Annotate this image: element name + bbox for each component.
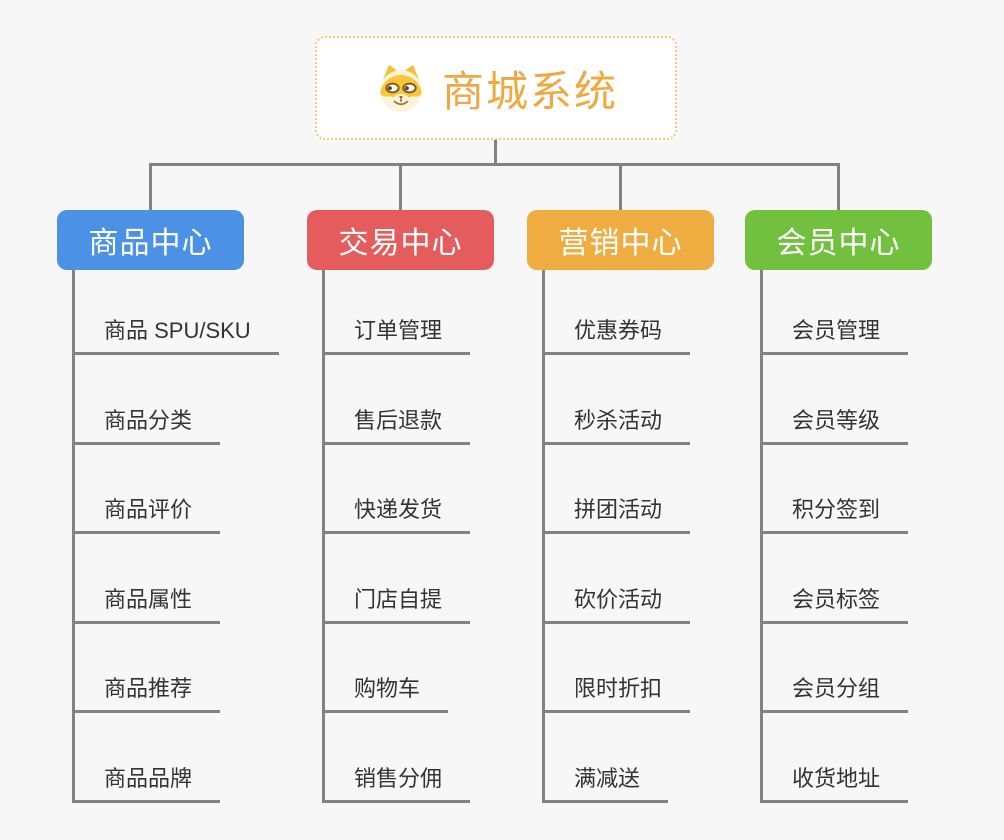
branch-trade-center: 交易中心 订单管理 售后退款 快递发货 门店自提 购物车 销售分佣: [307, 210, 563, 810]
connector-drop-trade: [399, 163, 402, 211]
leaf-node[interactable]: 会员管理: [760, 318, 909, 355]
branch-label: 商品中心: [88, 227, 213, 260]
leaf-node[interactable]: 商品品牌: [72, 766, 221, 803]
leaf-node[interactable]: 拼团活动: [542, 497, 691, 534]
leaf-list-member: 会员管理 会员等级 积分签到 会员标签 会员分组 收货地址: [745, 210, 1001, 810]
connector-drop-marketing: [619, 163, 622, 211]
branch-label: 会员中心: [776, 227, 901, 260]
leaf-node[interactable]: 订单管理: [322, 318, 471, 355]
leaf-node[interactable]: 商品分类: [72, 408, 221, 445]
connector-bus: [149, 163, 840, 166]
connector-trunk-trade: [322, 270, 325, 803]
root-node[interactable]: 商城系统: [315, 36, 677, 140]
leaf-node[interactable]: 商品评价: [72, 497, 221, 534]
connector-trunk-marketing: [542, 270, 545, 803]
branch-node-trade-center[interactable]: 交易中心: [307, 210, 494, 270]
root-node-title: 商城系统: [441, 67, 618, 115]
branch-label: 营销中心: [558, 227, 683, 260]
leaf-node[interactable]: 商品推荐: [72, 676, 221, 713]
leaf-node[interactable]: 售后退款: [322, 408, 471, 445]
dog-face-icon: [379, 65, 422, 112]
branch-node-marketing-center[interactable]: 营销中心: [527, 210, 714, 270]
leaf-node[interactable]: 快递发货: [322, 497, 471, 534]
branch-node-product-center[interactable]: 商品中心: [57, 210, 244, 270]
leaf-node[interactable]: 购物车: [322, 676, 449, 713]
leaf-node[interactable]: 满减送: [542, 766, 669, 803]
leaf-node[interactable]: 限时折扣: [542, 676, 691, 713]
branch-label: 交易中心: [338, 227, 463, 260]
leaf-node[interactable]: 会员分组: [760, 676, 909, 713]
leaf-list-trade: 订单管理 售后退款 快递发货 门店自提 购物车 销售分佣: [307, 210, 563, 810]
leaf-node[interactable]: 积分签到: [760, 497, 909, 534]
branch-node-member-center[interactable]: 会员中心: [745, 210, 932, 270]
leaf-list-marketing: 优惠券码 秒杀活动 拼团活动 砍价活动 限时折扣 满减送: [527, 210, 783, 810]
leaf-node[interactable]: 会员等级: [760, 408, 909, 445]
connector-drop-member: [837, 163, 840, 211]
leaf-node[interactable]: 优惠券码: [542, 318, 691, 355]
connector-root-stem: [494, 140, 497, 164]
branch-marketing-center: 营销中心 优惠券码 秒杀活动 拼团活动 砍价活动 限时折扣 满减送: [527, 210, 783, 810]
leaf-node[interactable]: 秒杀活动: [542, 408, 691, 445]
leaf-node[interactable]: 收货地址: [760, 766, 909, 803]
leaf-node[interactable]: 砍价活动: [542, 587, 691, 624]
leaf-node[interactable]: 销售分佣: [322, 766, 471, 803]
leaf-list-product: 商品 SPU/SKU 商品分类 商品评价 商品属性 商品推荐 商品品牌: [57, 210, 313, 810]
branch-member-center: 会员中心 会员管理 会员等级 积分签到 会员标签 会员分组 收货地址: [745, 210, 1001, 810]
connector-trunk-product: [72, 270, 75, 803]
connector-drop-product: [149, 163, 152, 211]
leaf-node[interactable]: 商品 SPU/SKU: [72, 318, 279, 355]
leaf-node[interactable]: 商品属性: [72, 587, 221, 624]
connector-trunk-member: [760, 270, 763, 803]
branch-product-center: 商品中心 商品 SPU/SKU 商品分类 商品评价 商品属性 商品推荐 商品品牌: [57, 210, 313, 810]
leaf-node[interactable]: 会员标签: [760, 587, 909, 624]
leaf-node[interactable]: 门店自提: [322, 587, 471, 624]
